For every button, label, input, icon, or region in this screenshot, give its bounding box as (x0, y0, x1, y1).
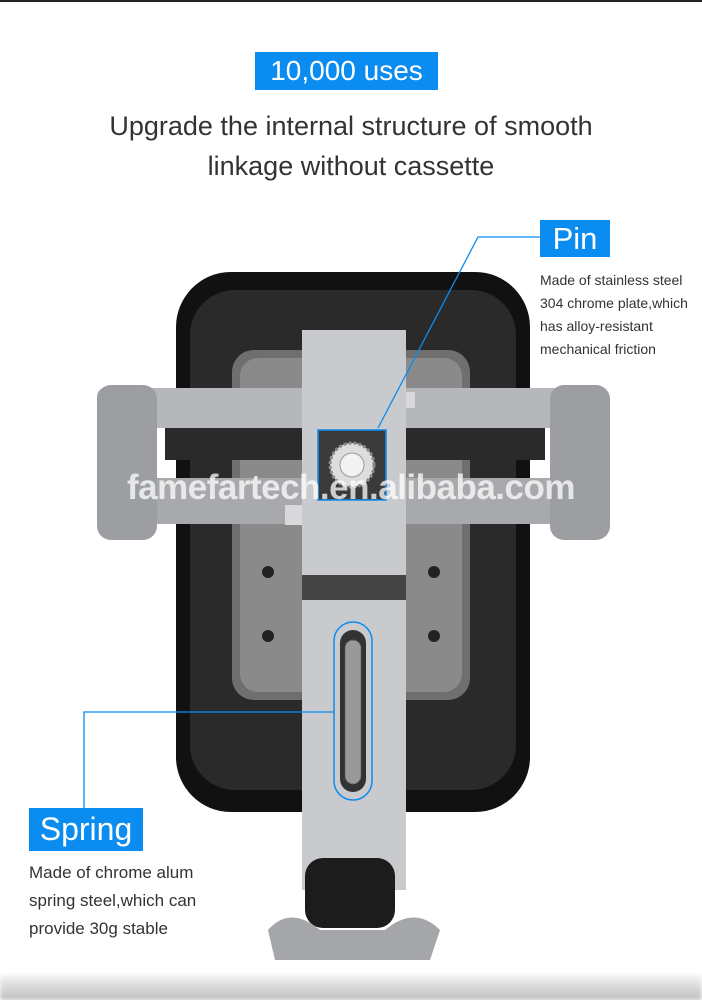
pin-label: Pin (540, 220, 610, 257)
right-grip (550, 385, 610, 540)
left-grip (97, 385, 157, 540)
watermark: famefartech.en.alibaba.com (127, 468, 576, 507)
pin-description-line: has alloy-resistant (540, 318, 653, 334)
headline-line-1: Upgrade the internal structure of smooth (109, 111, 593, 141)
spring-callout-line (83, 711, 334, 808)
bottom-foot (305, 858, 395, 928)
center-bar (302, 330, 406, 890)
spring-label: Spring (29, 808, 143, 851)
pin-description-line: Made of stainless steel (540, 272, 683, 288)
spring-description-line: provide 30g stable (29, 919, 168, 938)
spring-description-line: spring steel,which can (29, 891, 197, 910)
uses-badge: 10,000 uses (255, 52, 438, 90)
pin-callout-line (377, 236, 540, 429)
bottom-blur-strip (0, 975, 702, 1000)
headline-line-2: linkage without cassette (207, 151, 495, 181)
spring-highlight (333, 621, 373, 801)
pin-description-line: mechanical friction (540, 341, 656, 357)
pin-description-line: 304 chrome plate,which (540, 295, 688, 311)
top-border (0, 0, 702, 2)
spring-description-line: Made of chrome alum (29, 863, 194, 882)
